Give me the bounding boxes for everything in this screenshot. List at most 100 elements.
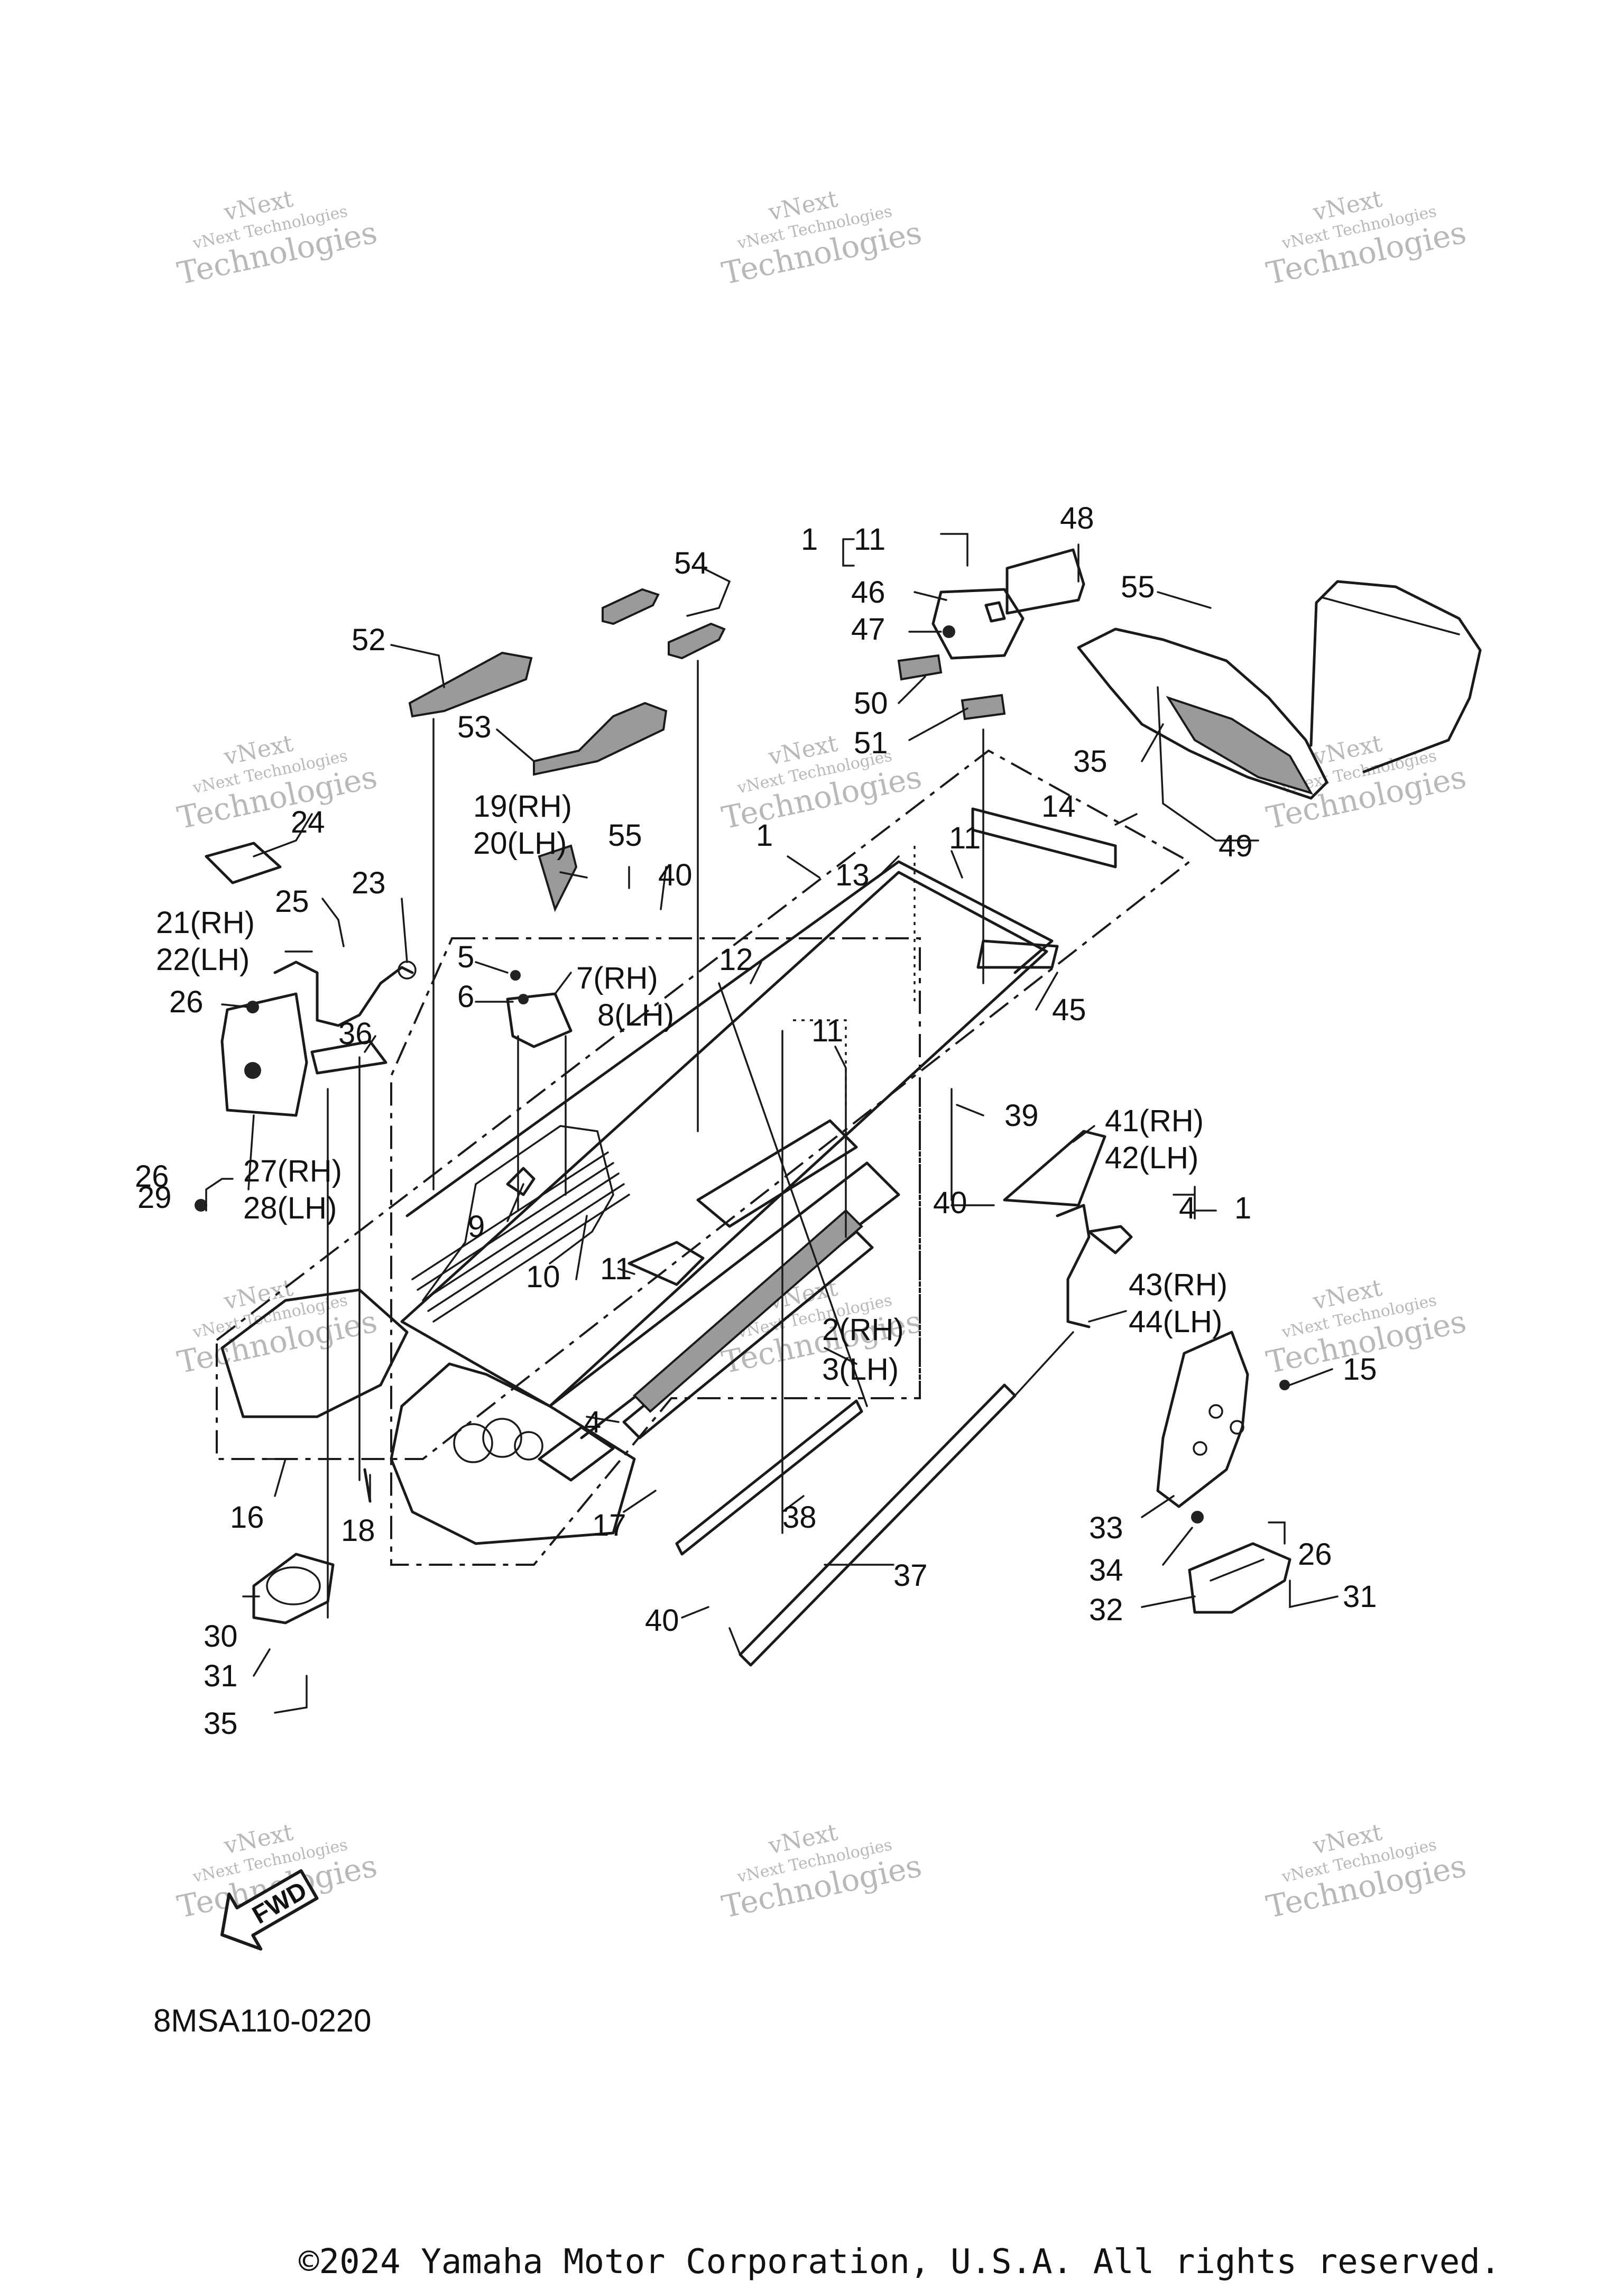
leader [1072,1125,1095,1143]
leader [253,1648,271,1677]
callout-2-rh: 2(RH) [822,1313,904,1347]
callout-7-rh: 7(RH) [576,961,658,995]
traction-pads [408,588,1006,776]
part-53-pad [533,701,668,776]
part-26-bolt [244,1062,261,1079]
callout-29: 29 [137,1180,172,1215]
leader [940,533,968,567]
callout-10: 10 [526,1260,560,1294]
part-30-inner [266,1566,321,1605]
callout-47: 47 [851,612,885,647]
callout-3-lh: 3(LH) [822,1352,899,1387]
part-51-pad [961,694,1006,721]
callout-46: 46 [851,575,885,610]
part-36 [310,1040,387,1075]
leader [274,1675,308,1714]
callout-35: 35 [204,1706,238,1741]
leader [1289,1580,1339,1609]
part-33-hole [1193,1441,1207,1456]
part-6-nut [518,994,529,1004]
copyright-notice: ©2024 Yamaha Motor Corporation, U.S.A. A… [299,2242,1501,2282]
watermark: vNext vNext Technologies Technologies [174,186,381,292]
part-32-detail [1210,1558,1265,1582]
leader [660,866,667,910]
leader [623,1490,657,1513]
watermark: vNext vNext Technologies Technologies [174,730,381,836]
leader [951,850,963,879]
part-32-cover [1188,1542,1291,1614]
leader [221,1003,250,1008]
part-45-rail-end [976,939,1059,969]
leader [1157,686,1259,842]
callout-15: 15 [1343,1352,1377,1387]
drop-lines [327,660,1074,1656]
callout-11: 11 [600,1252,632,1286]
part-27-plate [220,992,308,1117]
leader [686,567,731,617]
callout-18: 18 [341,1513,375,1548]
part-15-bolt [1279,1380,1290,1390]
callout-55: 55 [608,818,642,853]
callout-11: 11 [854,522,885,557]
callout-49: 49 [1219,829,1253,863]
callout-1: 1 [1234,1191,1251,1225]
callout-19-rh: 19(RH) [473,789,572,824]
hitch-parts [506,844,578,1196]
diagram-code: 8MSA110-0220 [153,2003,372,2038]
part-7-bracket [506,992,573,1048]
callout-8-lh: 8(LH) [597,998,674,1032]
leader [496,728,535,762]
callout-55: 55 [1121,570,1155,604]
leader [617,1268,635,1275]
part-49-bumper-loop [1309,580,1482,773]
callout-54: 54 [674,546,708,580]
leader [1157,591,1212,609]
part-24 [205,842,282,884]
part-14-rail [971,807,1117,869]
leader [1114,813,1138,826]
leader [554,972,572,995]
leader [586,1416,620,1423]
leader-lines [205,533,1339,1714]
callout-5: 5 [457,940,474,974]
callout-40: 40 [645,1603,679,1638]
part-41 [1003,1130,1106,1207]
part-12-cutout [422,1125,614,1301]
callout-24: 24 [291,805,325,839]
part-30-cover [252,1553,335,1624]
callout-32: 32 [1089,1593,1123,1627]
part-2-side-panel [390,1362,636,1545]
callout-12: 12 [719,943,753,977]
watermark: vNext vNext Technologies Technologies [719,1819,925,1925]
part-2-hole [453,1423,493,1463]
leader [401,898,408,963]
callout-50: 50 [854,686,888,721]
leader [1035,972,1058,1011]
callout-26: 26 [1298,1537,1332,1572]
callout-53: 53 [457,710,492,744]
part-12-top-plate [696,1119,858,1228]
shafts [675,1383,1017,1667]
callout-37: 37 [893,1558,928,1593]
leader [390,644,445,688]
leader [247,1114,255,1190]
callout-40: 40 [658,858,693,892]
part-19-bracket [538,844,578,912]
part-12-top-edge [405,860,1054,1217]
part-2-hole [482,1418,522,1458]
part-38-rail [675,1399,863,1556]
leader [914,591,947,601]
callout-34: 34 [1089,1553,1123,1587]
leader [908,707,968,741]
callout-16: 16 [230,1500,264,1535]
leader [876,855,900,879]
watermark: vNext vNext Technologies Technologies [1263,186,1470,292]
part-4-right-bracket [1087,1225,1133,1254]
callout-39: 39 [1004,1098,1039,1133]
part-12-bracket [628,1241,705,1286]
callout-20-lh: 20(LH) [473,826,567,861]
part-16-front-bracket [220,1288,409,1418]
part-33-hole [1230,1420,1244,1435]
callout-13: 13 [835,858,870,892]
